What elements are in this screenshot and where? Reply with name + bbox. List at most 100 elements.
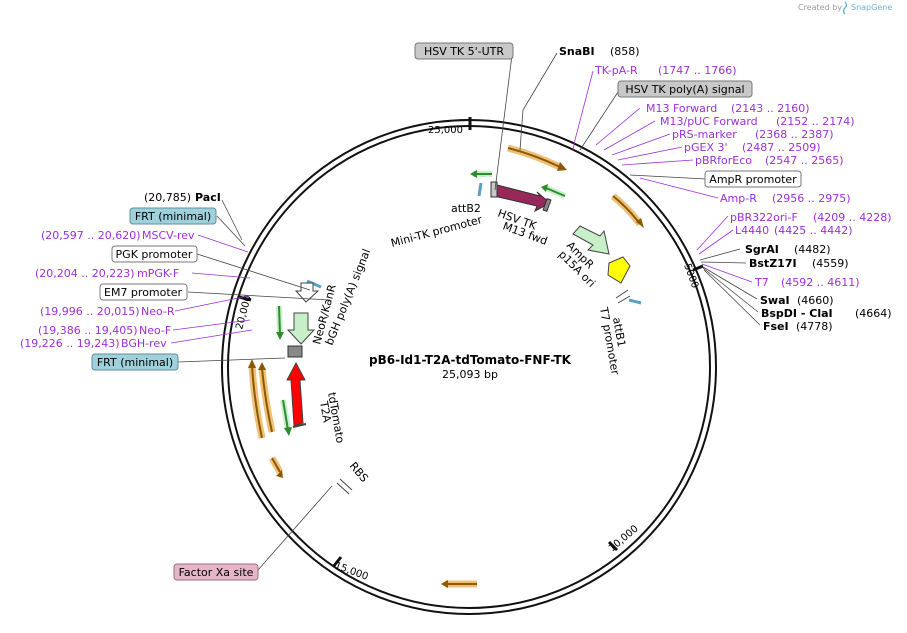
feature-p15a-ori bbox=[607, 256, 631, 284]
svg-text:(20,204 .. 20,223): (20,204 .. 20,223) bbox=[35, 267, 135, 280]
svg-text:(4660): (4660) bbox=[797, 294, 834, 307]
tick-label-5000: 5000 bbox=[681, 262, 700, 290]
tick-marks bbox=[238, 117, 704, 568]
created-by-text: Created by bbox=[798, 3, 842, 12]
label-snabi[interactable]: SnaBI (858) bbox=[559, 45, 640, 58]
label-mscv-rev[interactable]: (20,597 .. 20,620) MSCV-rev bbox=[41, 229, 195, 242]
label-mpgk-f[interactable]: (20,204 .. 20,223) mPGK-F bbox=[35, 267, 179, 280]
svg-text:M13/pUC Forward: M13/pUC Forward bbox=[660, 115, 758, 128]
svg-text:(19,226 .. 19,243): (19,226 .. 19,243) bbox=[20, 337, 120, 350]
tick-label-25000: 25,000 bbox=[428, 125, 463, 136]
label-t2a: T2A bbox=[317, 399, 334, 424]
label-sgrai[interactable]: SgrAI (4482) bbox=[745, 243, 831, 256]
svg-text:(4778): (4778) bbox=[796, 320, 833, 333]
svg-text:(4592 .. 4611): (4592 .. 4611) bbox=[781, 276, 860, 289]
svg-text:Neo-R: Neo-R bbox=[141, 305, 175, 318]
svg-text:M13 Forward: M13 Forward bbox=[646, 102, 717, 115]
label-swai[interactable]: SwaI (4660) bbox=[760, 294, 834, 307]
svg-text:(4559): (4559) bbox=[812, 257, 849, 270]
svg-text:AmpR promoter: AmpR promoter bbox=[709, 173, 797, 186]
label-pgex-3[interactable]: pGEX 3' (2487 .. 2509) bbox=[684, 141, 821, 154]
box-pgk-promoter[interactable]: PGK promoter bbox=[111, 245, 198, 263]
label-mini-tk-promoter: Mini-TK promoter bbox=[389, 213, 484, 250]
svg-text:FRT (minimal): FRT (minimal) bbox=[135, 210, 211, 223]
svg-text:(2143 .. 2160): (2143 .. 2160) bbox=[731, 102, 810, 115]
label-attb1: attB1 bbox=[610, 316, 628, 348]
label-pbrforeco[interactable]: pBRforEco (2547 .. 2565) bbox=[695, 154, 844, 167]
svg-text:mPGK-F: mPGK-F bbox=[137, 267, 179, 280]
label-fsei[interactable]: FseI (4778) bbox=[763, 320, 833, 333]
svg-text:(2547 .. 2565): (2547 .. 2565) bbox=[765, 154, 844, 167]
svg-text:Neo-F: Neo-F bbox=[139, 324, 171, 337]
label-neo-r[interactable]: (19,996 .. 20,015) Neo-R bbox=[40, 305, 175, 318]
label-tk-pa-r[interactable]: TK-pA-R (1747 .. 1766) bbox=[594, 64, 737, 77]
svg-text:(19,386 .. 19,405): (19,386 .. 19,405) bbox=[38, 324, 138, 337]
svg-text:PacI: PacI bbox=[195, 191, 221, 204]
box-em7-promoter[interactable]: EM7 promoter bbox=[99, 283, 188, 301]
feature-rbs bbox=[336, 478, 353, 495]
feature-tdtomato bbox=[286, 345, 307, 428]
label-pbr322ori-f[interactable]: pBR322ori-F (4209 .. 4228) bbox=[730, 211, 892, 224]
feature-hsv-tk bbox=[490, 181, 552, 213]
box-factor-xa-site[interactable]: Factor Xa site bbox=[173, 563, 259, 581]
label-paci[interactable]: (20,785) PacI bbox=[144, 191, 221, 204]
svg-text:TK-pA-R: TK-pA-R bbox=[594, 64, 638, 77]
box-ampr-promoter[interactable]: AmpR promoter bbox=[704, 170, 802, 188]
svg-text:HSV TK 5'-UTR: HSV TK 5'-UTR bbox=[424, 45, 504, 58]
svg-text:(2368 .. 2387): (2368 .. 2387) bbox=[755, 128, 834, 141]
label-bspdi-clai[interactable]: BspDI - ClaI (4664) bbox=[761, 307, 892, 320]
box-hsv-tk-5utr[interactable]: HSV TK 5'-UTR bbox=[414, 42, 514, 60]
svg-text:FRT (minimal): FRT (minimal) bbox=[97, 356, 173, 369]
svg-text:EM7 promoter: EM7 promoter bbox=[104, 286, 182, 299]
svg-text:BstZ17I: BstZ17I bbox=[749, 257, 797, 270]
label-neo-f[interactable]: (19,386 .. 19,405) Neo-F bbox=[38, 324, 171, 337]
svg-text:(4425 .. 4442): (4425 .. 4442) bbox=[774, 224, 853, 237]
box-frt-minimal-top[interactable]: FRT (minimal) bbox=[129, 207, 217, 225]
green-primers bbox=[276, 170, 567, 436]
label-amp-r[interactable]: Amp-R (2956 .. 2975) bbox=[720, 192, 851, 205]
plasmid-length: 25,093 bp bbox=[442, 368, 498, 381]
svg-text:(4209 .. 4228): (4209 .. 4228) bbox=[813, 211, 892, 224]
svg-text:SgrAI: SgrAI bbox=[745, 243, 779, 256]
label-m13-forward[interactable]: M13 Forward (2143 .. 2160) bbox=[646, 102, 810, 115]
svg-text:(858): (858) bbox=[610, 45, 640, 58]
svg-text:(4664): (4664) bbox=[855, 307, 892, 320]
svg-text:pBR322ori-F: pBR322ori-F bbox=[730, 211, 798, 224]
svg-text:L4440: L4440 bbox=[735, 224, 769, 237]
label-m13-puc-forward[interactable]: M13/pUC Forward (2152 .. 2174) bbox=[660, 115, 855, 128]
svg-text:SwaI: SwaI bbox=[760, 294, 790, 307]
left-leader-lines bbox=[170, 54, 513, 571]
svg-text:(1747 .. 1766): (1747 .. 1766) bbox=[658, 64, 737, 77]
label-prs-marker[interactable]: pRS-marker (2368 .. 2387) bbox=[672, 128, 834, 141]
feature-ampr bbox=[572, 225, 610, 255]
label-t7[interactable]: T7 (4592 .. 4611) bbox=[754, 276, 860, 289]
svg-text:(20,597 .. 20,620): (20,597 .. 20,620) bbox=[41, 229, 141, 242]
svg-text:HSV TK poly(A) signal: HSV TK poly(A) signal bbox=[625, 83, 744, 96]
label-rbs: RBS bbox=[347, 460, 371, 485]
svg-text:Amp-R: Amp-R bbox=[720, 192, 757, 205]
label-l4440[interactable]: L4440 (4425 .. 4442) bbox=[735, 224, 853, 237]
plasmid-name: pB6-Id1-T2A-tdTomato-FNF-TK bbox=[369, 353, 572, 367]
svg-text:T7: T7 bbox=[754, 276, 769, 289]
box-hsv-tk-polya[interactable]: HSV TK poly(A) signal bbox=[617, 80, 753, 98]
label-bgh-rev[interactable]: (19,226 .. 19,243) BGH-rev bbox=[20, 337, 167, 350]
svg-text:BGH-rev: BGH-rev bbox=[121, 337, 167, 350]
svg-text:(2956 .. 2975): (2956 .. 2975) bbox=[772, 192, 851, 205]
svg-text:(2487 .. 2509): (2487 .. 2509) bbox=[742, 141, 821, 154]
svg-text:(4482): (4482) bbox=[794, 243, 831, 256]
primer-arcs bbox=[248, 144, 644, 588]
svg-text:Factor Xa site: Factor Xa site bbox=[179, 566, 254, 579]
snapgene-brand: SnapGene bbox=[851, 3, 892, 12]
tick-label-15000: 15,000 bbox=[333, 560, 370, 582]
svg-text:pGEX 3': pGEX 3' bbox=[684, 141, 728, 154]
svg-text:BspDI - ClaI: BspDI - ClaI bbox=[761, 307, 833, 320]
svg-text:PGK promoter: PGK promoter bbox=[116, 248, 193, 261]
svg-text:MSCV-rev: MSCV-rev bbox=[142, 229, 195, 242]
svg-text:(20,785): (20,785) bbox=[144, 191, 191, 204]
right-leader-lines bbox=[519, 52, 761, 326]
svg-text:pRS-marker: pRS-marker bbox=[672, 128, 737, 141]
label-bstz17i[interactable]: BstZ17I (4559) bbox=[749, 257, 849, 270]
box-frt-minimal-bottom[interactable]: FRT (minimal) bbox=[91, 353, 179, 371]
svg-text:pBRforEco: pBRforEco bbox=[695, 154, 752, 167]
